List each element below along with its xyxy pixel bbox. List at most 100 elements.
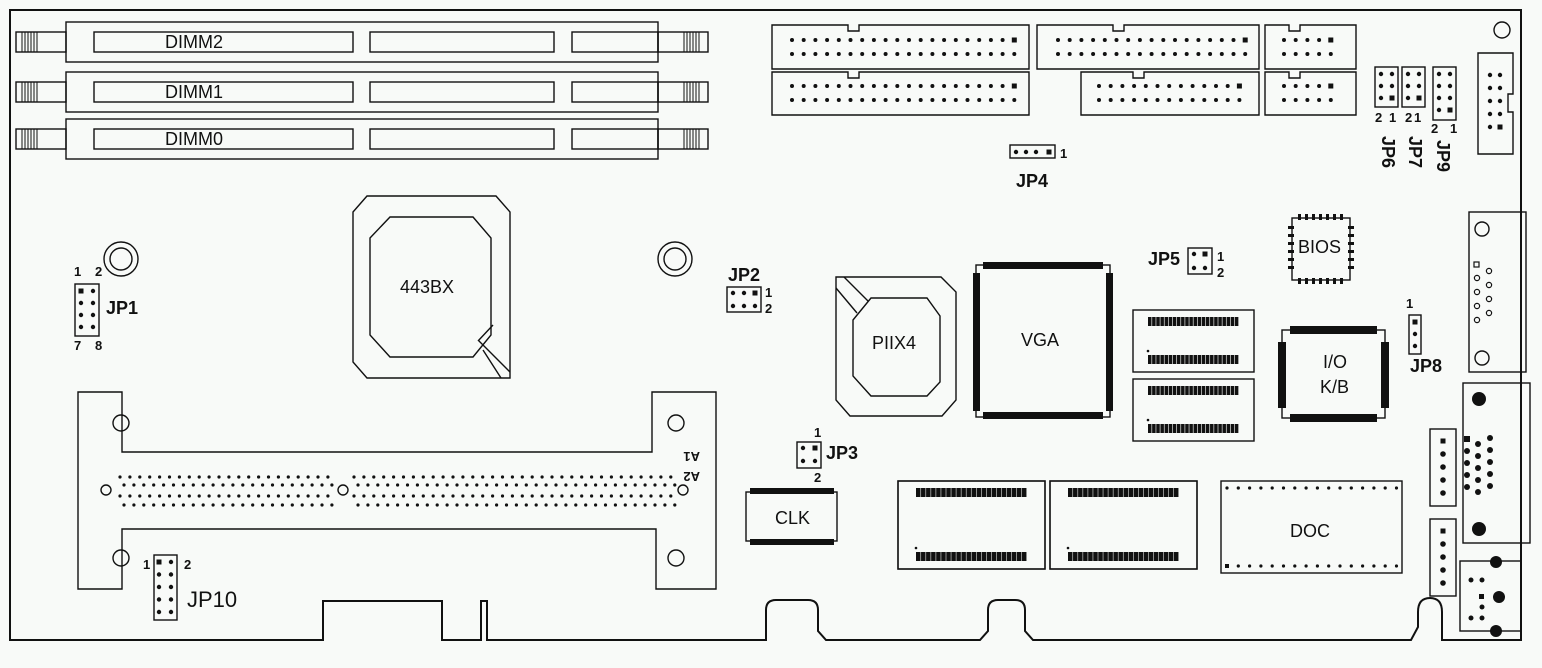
chip-pin bbox=[1148, 317, 1152, 326]
pin bbox=[152, 483, 156, 487]
com-header-2[interactable] bbox=[1264, 71, 1357, 116]
usb-header[interactable] bbox=[1477, 52, 1514, 155]
io-controller-chip[interactable]: I/O K/B bbox=[1278, 326, 1389, 422]
pin bbox=[918, 52, 923, 56]
jp2-jumper[interactable] bbox=[726, 286, 762, 313]
doc-chip[interactable]: DOC bbox=[1220, 480, 1403, 574]
jp4-jumper[interactable] bbox=[1009, 144, 1056, 159]
pin bbox=[848, 38, 853, 42]
pin bbox=[965, 98, 970, 102]
side-header-2[interactable] bbox=[1429, 518, 1457, 597]
pin bbox=[181, 503, 185, 507]
mounting-hole bbox=[657, 241, 693, 277]
pin bbox=[659, 475, 663, 479]
pin bbox=[570, 475, 574, 479]
pin bbox=[382, 494, 386, 498]
pin bbox=[167, 475, 172, 479]
side-header-1[interactable] bbox=[1429, 428, 1457, 507]
pin bbox=[800, 445, 806, 451]
jp1-jumper[interactable] bbox=[74, 283, 100, 337]
chip-pin bbox=[1218, 317, 1222, 326]
chip-pin bbox=[1205, 355, 1210, 364]
chip-pin bbox=[1108, 488, 1113, 497]
jp7-jumper[interactable] bbox=[1401, 66, 1426, 108]
pin bbox=[1023, 149, 1029, 155]
pin bbox=[128, 475, 132, 479]
dimm1-slot[interactable]: DIMM1 bbox=[15, 71, 709, 113]
pin bbox=[481, 494, 485, 498]
slot-pins bbox=[118, 475, 677, 507]
chip-pin bbox=[1205, 386, 1210, 395]
pin bbox=[914, 546, 918, 550]
pin bbox=[629, 475, 633, 479]
chip-pin bbox=[1168, 317, 1173, 326]
fdd-connector[interactable] bbox=[1036, 24, 1260, 70]
pin bbox=[362, 494, 366, 498]
dimm0-slot[interactable]: DIMM0 bbox=[15, 118, 709, 160]
pin bbox=[1259, 486, 1263, 490]
parallel-connector[interactable] bbox=[1080, 71, 1260, 116]
chip-pin bbox=[1123, 552, 1128, 561]
pin bbox=[1305, 98, 1310, 102]
vga-port-db15[interactable] bbox=[1462, 382, 1531, 544]
pin-1-square bbox=[1011, 83, 1017, 89]
expansion-slot[interactable]: A1 A2 bbox=[77, 391, 717, 590]
ps2-connector[interactable] bbox=[1459, 556, 1522, 637]
pin-1-square bbox=[1011, 37, 1017, 43]
jp9-jumper[interactable] bbox=[1432, 66, 1457, 121]
jp3-jumper[interactable] bbox=[796, 441, 822, 469]
pin bbox=[1259, 564, 1263, 568]
jp8-jumper[interactable] bbox=[1408, 314, 1422, 355]
pin bbox=[599, 475, 604, 479]
pin bbox=[514, 483, 519, 487]
chip-pin bbox=[1133, 552, 1139, 561]
chip-pin bbox=[1148, 488, 1154, 497]
pin bbox=[741, 303, 747, 309]
pin bbox=[813, 52, 818, 56]
pin bbox=[270, 483, 275, 487]
pin bbox=[790, 84, 794, 88]
pin bbox=[883, 98, 888, 102]
pin bbox=[310, 503, 314, 507]
chip-pin bbox=[1176, 386, 1181, 395]
dimm2-slot[interactable]: DIMM2 bbox=[15, 21, 709, 63]
memory-chip[interactable] bbox=[897, 480, 1046, 570]
jp10-jumper[interactable] bbox=[153, 554, 178, 621]
chip-pin bbox=[1234, 386, 1239, 395]
ide-connector-secondary[interactable] bbox=[771, 71, 1030, 116]
pin bbox=[544, 503, 548, 507]
pin bbox=[177, 494, 181, 498]
pin bbox=[257, 475, 261, 479]
jp6-jumper[interactable] bbox=[1374, 66, 1399, 108]
chip-pin bbox=[1181, 386, 1185, 395]
chip-pin bbox=[1172, 355, 1177, 364]
pin bbox=[1485, 309, 1493, 317]
chip-pin bbox=[941, 552, 946, 561]
jp5-jumper[interactable] bbox=[1187, 247, 1213, 275]
chip-pin bbox=[1160, 317, 1164, 326]
com-header-1[interactable] bbox=[1264, 24, 1357, 70]
pins-top bbox=[983, 262, 1103, 269]
chip-pin bbox=[1128, 488, 1134, 497]
memory-chip[interactable] bbox=[1049, 480, 1198, 570]
vga-chip[interactable]: VGA bbox=[973, 262, 1113, 419]
chip-pin bbox=[1153, 488, 1159, 497]
pin bbox=[1440, 490, 1446, 496]
chip-pin bbox=[1138, 488, 1144, 497]
chip-pin bbox=[1021, 488, 1027, 497]
pin bbox=[580, 475, 584, 479]
com-port-db9[interactable] bbox=[1468, 211, 1527, 373]
dimm-slots: DIMM2 DIMM1 DIMM0 bbox=[15, 21, 709, 160]
chip-pin bbox=[1226, 355, 1231, 364]
pin bbox=[445, 483, 449, 487]
southbridge-chip[interactable]: PIIX4 bbox=[835, 276, 957, 417]
northbridge-chip[interactable]: 443BX bbox=[352, 195, 511, 379]
pin bbox=[405, 483, 410, 487]
bios-pin bbox=[1288, 250, 1294, 253]
pin bbox=[801, 52, 806, 56]
clock-chip[interactable]: CLK bbox=[745, 488, 838, 545]
bios-chip[interactable]: BIOS bbox=[1288, 214, 1354, 284]
ide-connector-primary[interactable] bbox=[771, 24, 1030, 70]
pin bbox=[1487, 124, 1493, 130]
pin bbox=[500, 494, 505, 498]
